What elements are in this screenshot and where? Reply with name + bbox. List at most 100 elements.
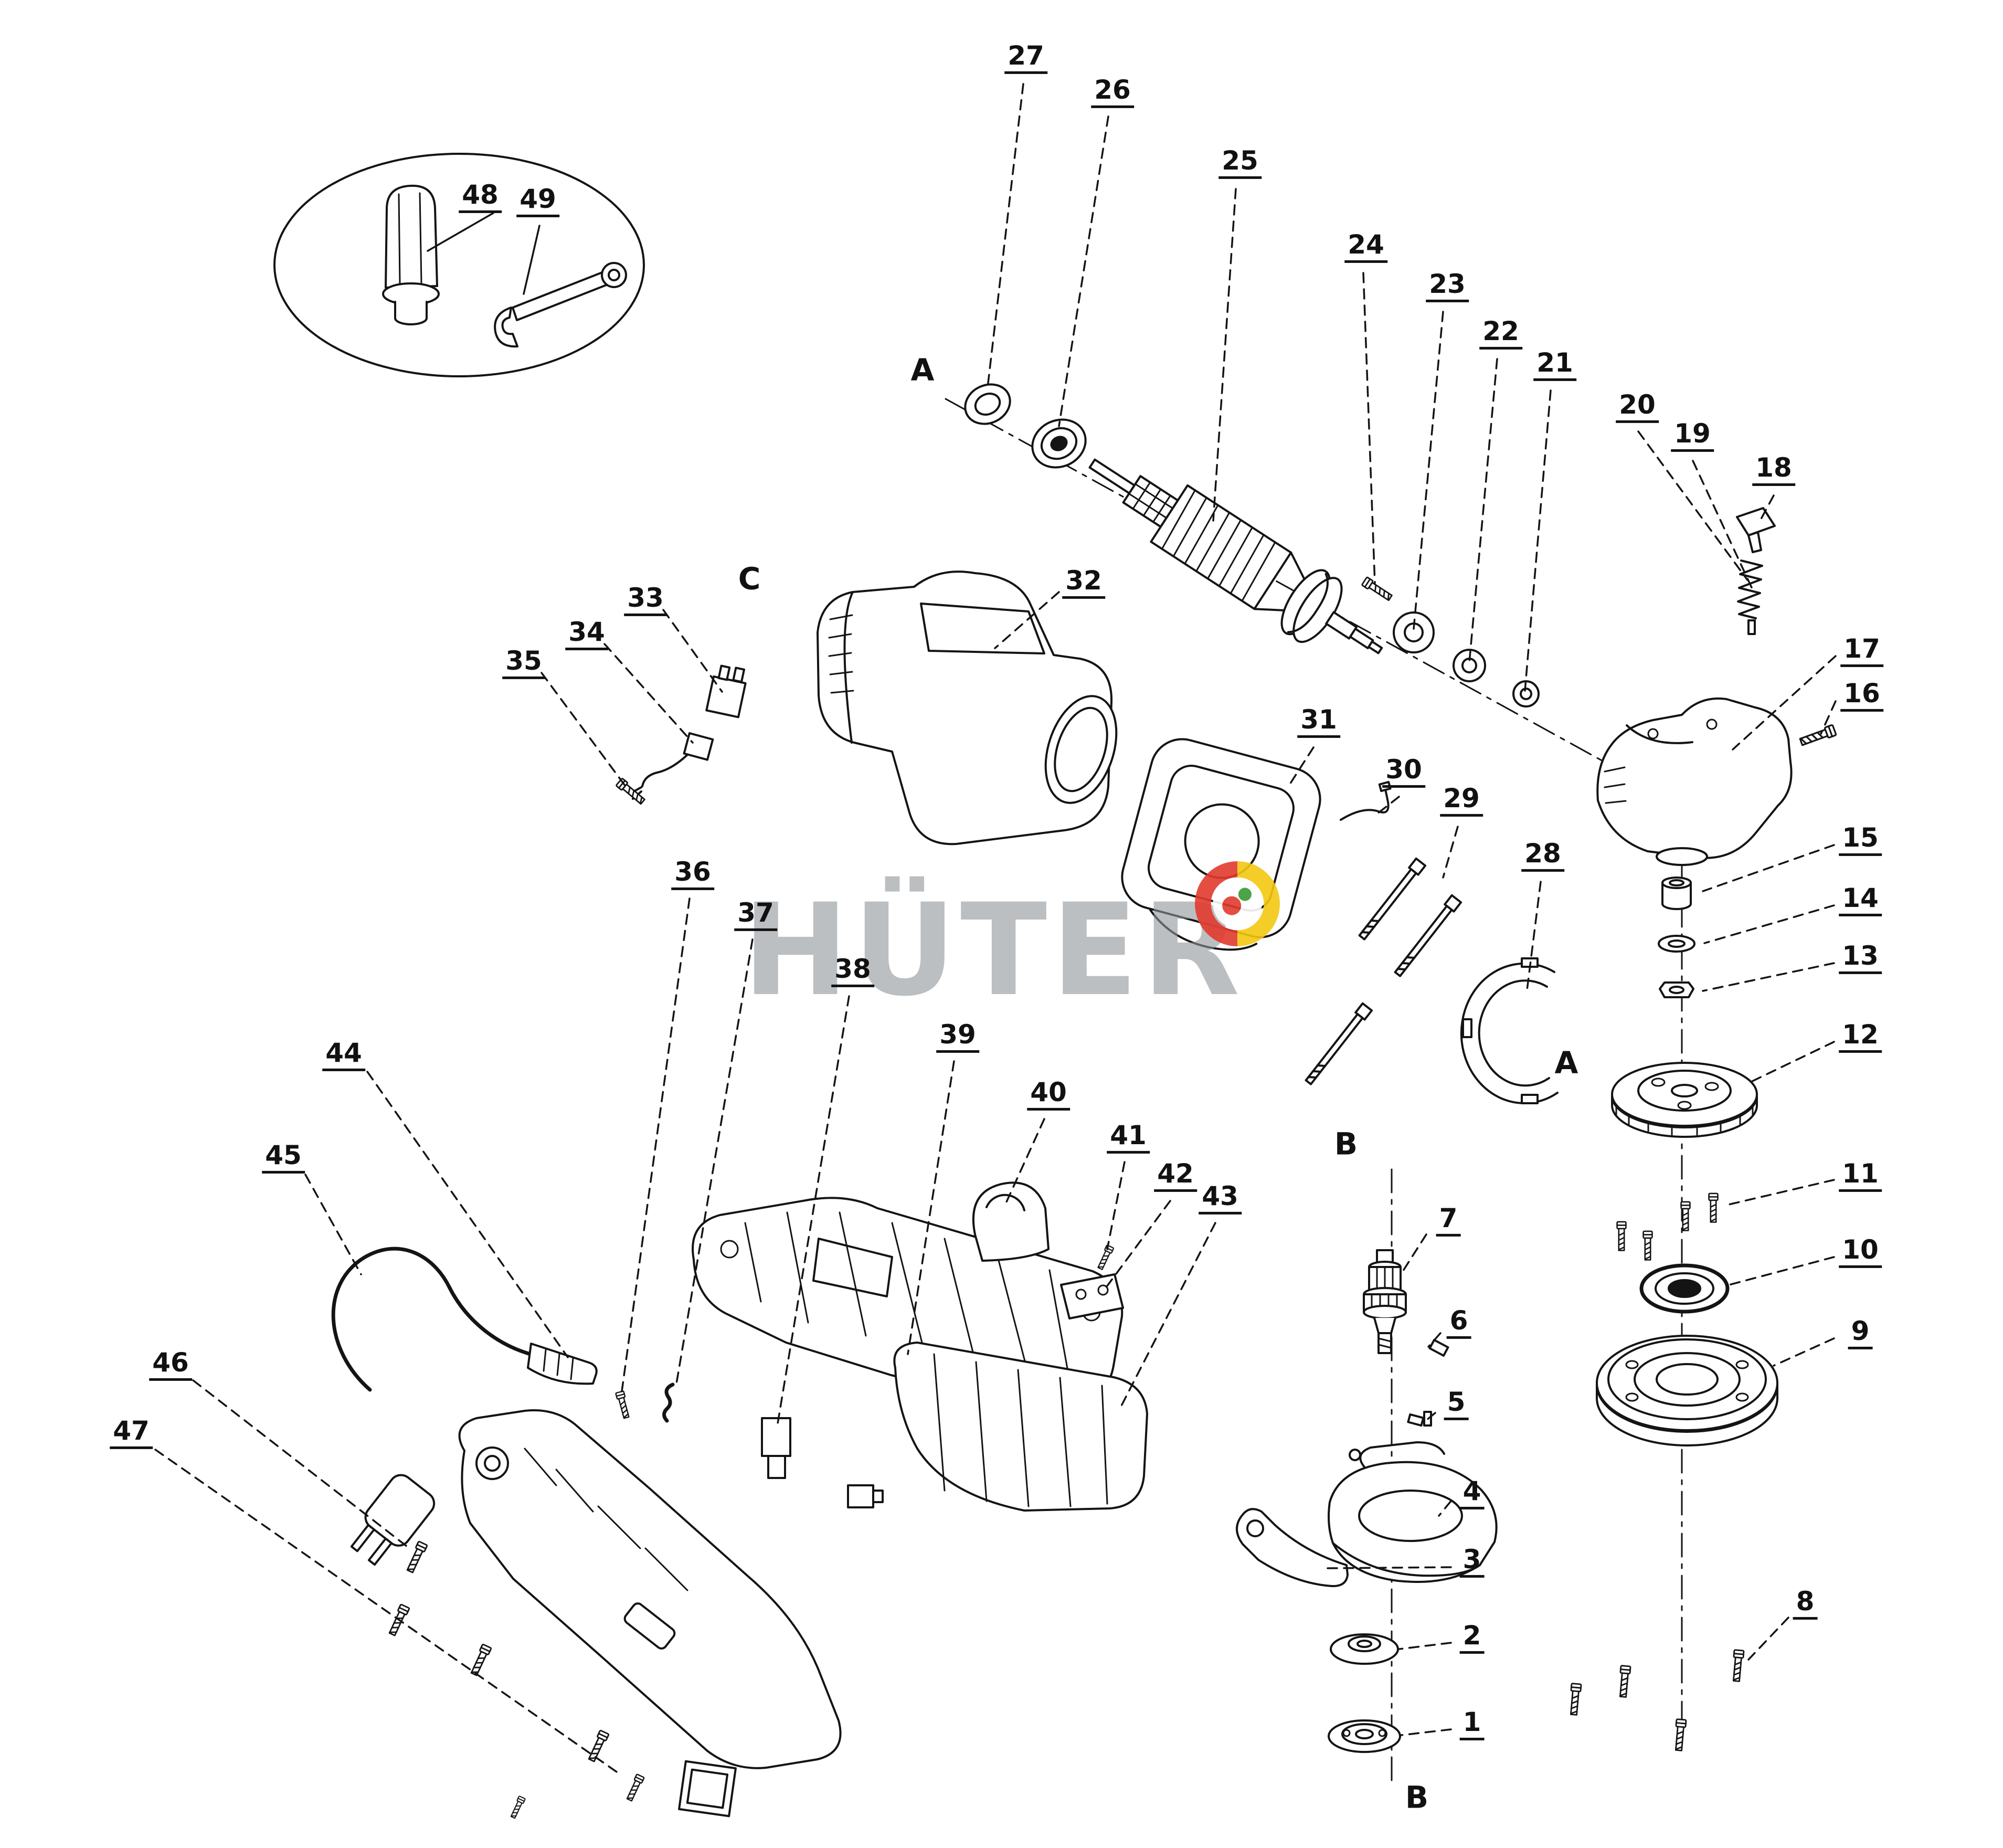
part-label-35: 35: [502, 647, 545, 679]
spanner-wrench-49: [494, 262, 627, 348]
part-4-wheel-guard: [1328, 1441, 1498, 1583]
part-label-5: 5: [1444, 1388, 1469, 1420]
part-29-through-bolts: [1302, 857, 1462, 1087]
part-label-21: 21: [1533, 349, 1576, 381]
part-label-16: 16: [1840, 680, 1883, 712]
part-label-4: 4: [1459, 1477, 1485, 1509]
part-38-switch-slider: [761, 1417, 884, 1508]
part-label-11: 11: [1839, 1160, 1882, 1192]
cord-guard-44: [527, 1343, 598, 1385]
part-30-lead-wire: [1340, 780, 1392, 821]
part-label-20: 20: [1616, 391, 1659, 423]
part-1-clamp-nut: [1328, 1719, 1401, 1753]
part-label-29: 29: [1440, 785, 1483, 817]
part-36-screw: [614, 1390, 631, 1420]
part-10-ball-bearing: [1639, 1263, 1730, 1314]
part-label-48: 48: [459, 181, 502, 213]
part-label-33: 33: [624, 584, 667, 616]
part-label-1: 1: [1459, 1708, 1485, 1740]
part-label-18: 18: [1752, 454, 1795, 486]
rear-handle-housing: [458, 1409, 842, 1769]
power-plug: [350, 1474, 436, 1566]
part-label-19: 19: [1671, 420, 1714, 452]
part-33-switch: [705, 664, 747, 719]
part-12-bevel-gear: [1611, 1062, 1758, 1138]
part-9-bearing-flange: [1596, 1335, 1778, 1446]
part-label-34: 34: [565, 618, 608, 650]
part-label-42: 42: [1154, 1160, 1197, 1192]
part-17-gear-head-housing: [1596, 697, 1793, 866]
part-43-housing-half-right: [893, 1342, 1148, 1512]
part-27-retainer-ring: [964, 383, 1011, 425]
part-label-28: 28: [1521, 840, 1564, 872]
part-26-bearing: [1031, 418, 1087, 469]
section-letter-b-bottom: B: [1405, 1779, 1429, 1815]
part-label-24: 24: [1344, 231, 1387, 263]
part-label-26: 26: [1091, 76, 1134, 108]
power-cord-45: [331, 1247, 598, 1392]
part-40-cover: [972, 1181, 1050, 1262]
part-23-washer: [1393, 611, 1435, 653]
part-label-9: 9: [1848, 1317, 1873, 1349]
part-14-washer: [1658, 935, 1695, 953]
part-label-47: 47: [110, 1417, 153, 1449]
part-label-13: 13: [1839, 942, 1882, 974]
part-label-49: 49: [516, 185, 559, 217]
part-label-7: 7: [1436, 1205, 1461, 1237]
part-label-40: 40: [1027, 1079, 1070, 1111]
part-label-46: 46: [149, 1349, 192, 1381]
part-label-6: 6: [1446, 1307, 1471, 1339]
section-letter-b-top: B: [1334, 1126, 1358, 1162]
brush-door: [678, 1760, 737, 1818]
part-label-12: 12: [1839, 1021, 1882, 1053]
section-letter-a-mid: A: [1554, 1044, 1578, 1081]
part-label-17: 17: [1840, 635, 1883, 667]
part-label-39: 39: [936, 1021, 979, 1053]
part-11-screws: [1616, 1192, 1719, 1261]
accessory-tools-group: [273, 153, 645, 377]
part-label-38: 38: [831, 955, 874, 987]
part-label-3: 3: [1459, 1546, 1485, 1578]
part-label-2: 2: [1459, 1622, 1485, 1654]
part-25-armature: [1088, 458, 1383, 654]
part-28-baffle-plate: [1460, 957, 1559, 1104]
section-letter-a-top: A: [910, 352, 935, 388]
part-6-key: [1428, 1339, 1449, 1357]
part-label-37: 37: [734, 899, 777, 931]
part-label-10: 10: [1839, 1236, 1882, 1268]
part-label-15: 15: [1839, 824, 1882, 856]
part-18-switch-button: [1736, 507, 1776, 553]
part-label-25: 25: [1218, 147, 1262, 179]
part-41-screw: [1096, 1244, 1115, 1271]
part-label-27: 27: [1004, 42, 1047, 74]
part-32-motor-housing: [817, 571, 1118, 846]
part-8-screws: [1568, 1649, 1745, 1752]
part-label-44: 44: [322, 1039, 365, 1071]
part-19-spring: [1737, 559, 1763, 635]
part-31-stator: [1121, 738, 1321, 951]
part-label-30: 30: [1382, 756, 1425, 788]
part-13-nut: [1659, 981, 1694, 998]
side-handle-48: [382, 184, 440, 325]
part-label-45: 45: [262, 1142, 305, 1174]
part-label-14: 14: [1839, 884, 1882, 916]
part-34-connector-wire: [631, 732, 714, 800]
part-24-screw: [1361, 576, 1394, 603]
part-2-inner-flange: [1330, 1633, 1399, 1665]
section-letter-c: C: [738, 561, 761, 597]
part-label-36: 36: [671, 858, 714, 890]
part-15-bushing: [1661, 877, 1692, 910]
part-label-22: 22: [1479, 318, 1522, 350]
leader-lines: [154, 83, 1837, 1774]
part-7-spindle: [1363, 1249, 1407, 1354]
part-label-32: 32: [1062, 567, 1105, 599]
part-label-43: 43: [1199, 1182, 1242, 1215]
part-label-31: 31: [1297, 706, 1340, 738]
part-37-grommet: [662, 1382, 675, 1423]
part-label-41: 41: [1107, 1122, 1150, 1154]
part-16-screw: [1798, 724, 1837, 748]
part-label-23: 23: [1426, 270, 1469, 302]
part-3-clamp-lever: [1236, 1508, 1349, 1587]
